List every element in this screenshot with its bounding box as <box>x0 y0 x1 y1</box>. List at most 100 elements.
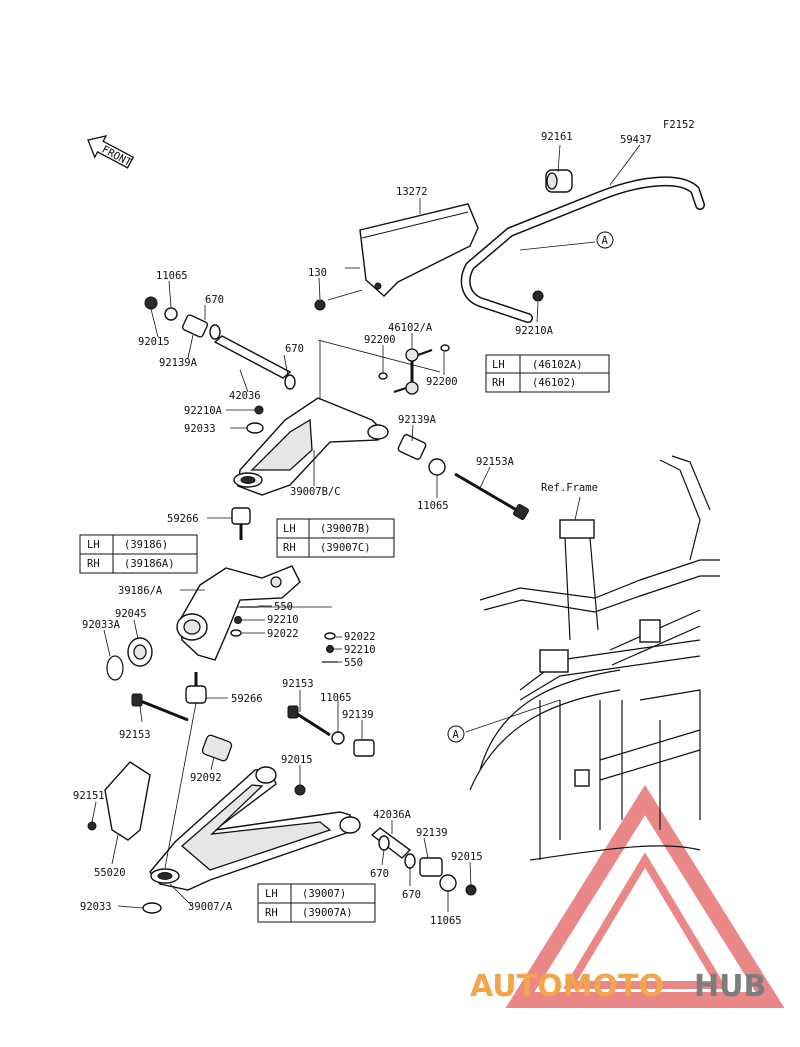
bushing-92139A-left <box>181 314 209 338</box>
bushing-92092 <box>201 734 233 762</box>
label-92015-b: 92015 <box>281 754 313 766</box>
bolt-92151 <box>87 821 97 831</box>
steering-knuckle-39186 <box>176 565 301 661</box>
svg-text:(39007C): (39007C) <box>320 542 371 554</box>
svg-text:RH: RH <box>492 377 505 389</box>
circlip-92033-bottom <box>142 902 162 914</box>
table-39007: LH (39007) RH (39007A) <box>257 883 376 923</box>
stabilizer-bar <box>460 176 705 323</box>
label-92033-a: 92033 <box>184 423 216 435</box>
label-39186A: 39186/A <box>118 585 163 597</box>
callout-a-top: A <box>596 231 614 249</box>
svg-text:RH: RH <box>283 542 296 554</box>
figure-code: F2152 <box>663 119 695 131</box>
label-59266-b: 59266 <box>231 693 263 705</box>
bushing-92139-lower <box>353 739 375 757</box>
washer-11065-top <box>164 307 178 321</box>
svg-text:(39186): (39186) <box>124 539 168 551</box>
label-11065-b: 11065 <box>417 500 449 512</box>
label-13272: 13272 <box>396 186 428 198</box>
watermark-text: AUTOMOTO HUB <box>470 969 766 1004</box>
label-92022-b: 92022 <box>344 631 376 643</box>
svg-text:LH: LH <box>265 888 278 900</box>
label-92015-c: 92015 <box>451 851 483 863</box>
washer-11065-bottom <box>439 874 457 892</box>
svg-text:(46102): (46102) <box>532 377 576 389</box>
svg-text:RH: RH <box>87 558 100 570</box>
label-92151: 92151 <box>73 790 105 802</box>
washer-11065-lower <box>331 731 345 745</box>
nut-92015-bottom <box>465 884 477 896</box>
ref-frame-label: Ref.Frame <box>541 482 598 494</box>
label-92139A-b: 92139A <box>398 414 437 426</box>
bolt-92153-right <box>287 705 331 737</box>
label-550-a: 550 <box>274 601 293 613</box>
label-42036A: 42036A <box>373 809 412 821</box>
label-11065-a: 11065 <box>156 270 188 282</box>
washer-11065-right <box>428 458 446 476</box>
watermark-logo-triangle <box>505 784 785 1008</box>
ball-joint-59266-lower <box>185 672 207 704</box>
nut-92210A-arm <box>254 405 264 415</box>
label-92200-a: 92200 <box>364 334 396 346</box>
label-11065-d: 11065 <box>430 915 462 927</box>
label-92022-a: 92022 <box>267 628 299 640</box>
label-670-c: 670 <box>370 868 389 880</box>
label-42036: 42036 <box>229 390 261 402</box>
label-92210A-b: 92210A <box>184 405 223 417</box>
bracket-13272 <box>359 203 479 297</box>
svg-text:(39007): (39007) <box>302 888 346 900</box>
label-670-d: 670 <box>402 889 421 901</box>
callout-a-bottom: A <box>447 725 465 743</box>
label-92161: 92161 <box>541 131 573 143</box>
label-670-a: 670 <box>205 294 224 306</box>
oring-670-mid <box>284 374 296 390</box>
svg-text:LH: LH <box>87 539 100 551</box>
label-92092: 92092 <box>190 772 222 784</box>
stabilizer-link-46102 <box>393 348 433 395</box>
label-59266-a: 59266 <box>167 513 199 525</box>
table-39186: LH (39186) RH (39186A) <box>79 534 198 574</box>
part-labels: 92161 59437 13272 11065 130 670 92015 92… <box>73 131 652 927</box>
oring-670-top <box>209 324 221 340</box>
circlip-92033A <box>106 655 124 681</box>
svg-text:A: A <box>602 235 609 247</box>
label-55020: 55020 <box>94 867 126 879</box>
bolt-92153-left <box>131 693 189 722</box>
oring-670-lower-a <box>378 835 390 851</box>
svg-text:A: A <box>453 729 460 741</box>
label-92210A-a: 92210A <box>515 325 554 337</box>
circlip-92033-top <box>246 422 264 434</box>
label-46102A: 46102/A <box>388 322 433 334</box>
svg-text:LH: LH <box>492 359 505 371</box>
nut-92200-left <box>378 372 388 380</box>
upper-a-arm <box>233 397 389 496</box>
label-92033-b: 92033 <box>80 901 112 913</box>
nut-92015-lower <box>294 784 306 796</box>
svg-text:RH: RH <box>265 907 278 919</box>
label-92210-b: 92210 <box>344 644 376 656</box>
label-92015-a: 92015 <box>138 336 170 348</box>
vehicle-frame <box>469 455 720 861</box>
label-92033A: 92033A <box>82 619 121 631</box>
stabilizer-bushing-92161 <box>545 169 573 193</box>
label-92153-b: 92153 <box>119 729 151 741</box>
guard-plate-55020 <box>104 761 151 841</box>
leader-lines <box>91 144 641 912</box>
svg-text:(46102A): (46102A) <box>532 359 583 371</box>
nut-92200-right <box>440 344 450 352</box>
svg-text:(39007B): (39007B) <box>320 523 371 535</box>
bolt-92153A <box>454 472 529 520</box>
bushing-92139A-right <box>397 434 427 460</box>
label-39007BC: 39007B/C <box>290 486 341 498</box>
svg-text:(39007A): (39007A) <box>302 907 353 919</box>
label-92139-b: 92139 <box>416 827 448 839</box>
front-arrow-label: FRONT <box>100 144 134 170</box>
label-39007A: 39007/A <box>188 901 233 913</box>
svg-text:HUB: HUB <box>694 969 766 1004</box>
svg-text:LH: LH <box>283 523 296 535</box>
label-11065-c: 11065 <box>320 692 352 704</box>
oring-670-lower-b <box>404 853 416 869</box>
label-92139A-a: 92139A <box>159 357 198 369</box>
